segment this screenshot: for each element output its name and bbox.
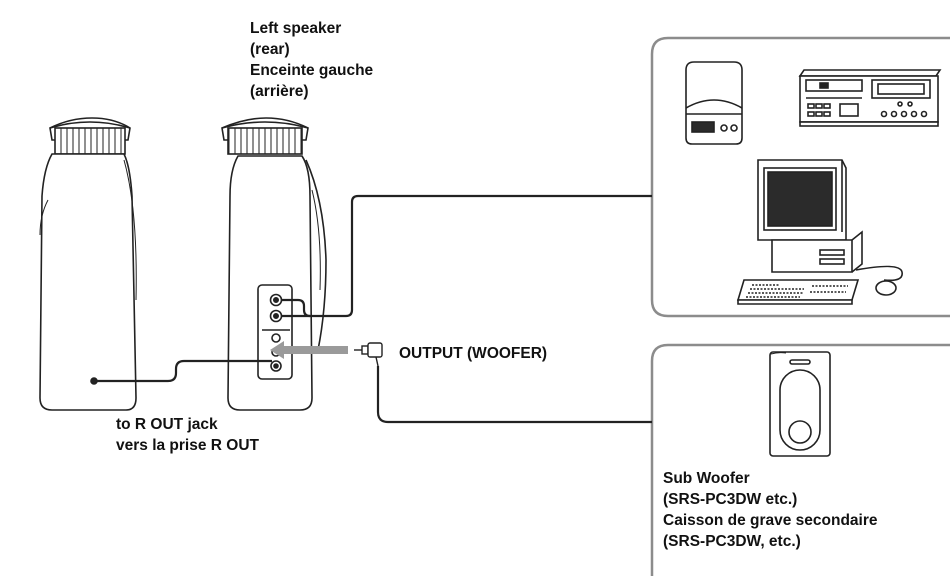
r-out-jack-label: to R OUT jack vers la prise R OUT [116,414,259,456]
r-out-label-line: vers la prise R OUT [116,437,260,454]
left-speaker-label: Left speaker (rear) Enceinte gauche (arr… [250,18,373,102]
cd-player-icon [685,61,743,145]
output-woofer-label-text: OUTPUT (WOOFER) [399,345,548,362]
r-out-label-line: to R OUT jack [116,416,218,433]
subwoofer-icon [769,351,831,457]
r-out-cable [96,359,272,383]
subwoofer-label: Sub Woofer (SRS-PC3DW etc.) Caisson de g… [663,468,878,552]
right-speaker-front-icon [39,117,137,411]
stereo-deck-icon [798,69,942,127]
source-devices-box [650,36,950,318]
mini-plug-icon [354,342,383,367]
left-speaker-label-line: (rear) [250,41,290,58]
subwoofer-label-line: (SRS-PC3DW etc.) [663,491,798,508]
subwoofer-label-line: (SRS-PC3DW, etc.) [663,533,801,550]
left-speaker-label-line: Left speaker [250,20,342,37]
subwoofer-label-line: Caisson de grave secondaire [663,512,878,529]
woofer-output-plug-arrow [270,341,348,359]
left-speaker-label-line: (arrière) [250,83,309,100]
left-speaker-label-line: Enceinte gauche [250,62,374,79]
input-cable [282,194,652,318]
subwoofer-cable [376,366,652,424]
subwoofer-box [650,343,950,576]
subwoofer-label-line: Sub Woofer [663,470,750,487]
computer-icon [736,159,903,305]
left-speaker-rear-icon [221,117,327,411]
output-woofer-label: OUTPUT (WOOFER) [399,343,547,364]
